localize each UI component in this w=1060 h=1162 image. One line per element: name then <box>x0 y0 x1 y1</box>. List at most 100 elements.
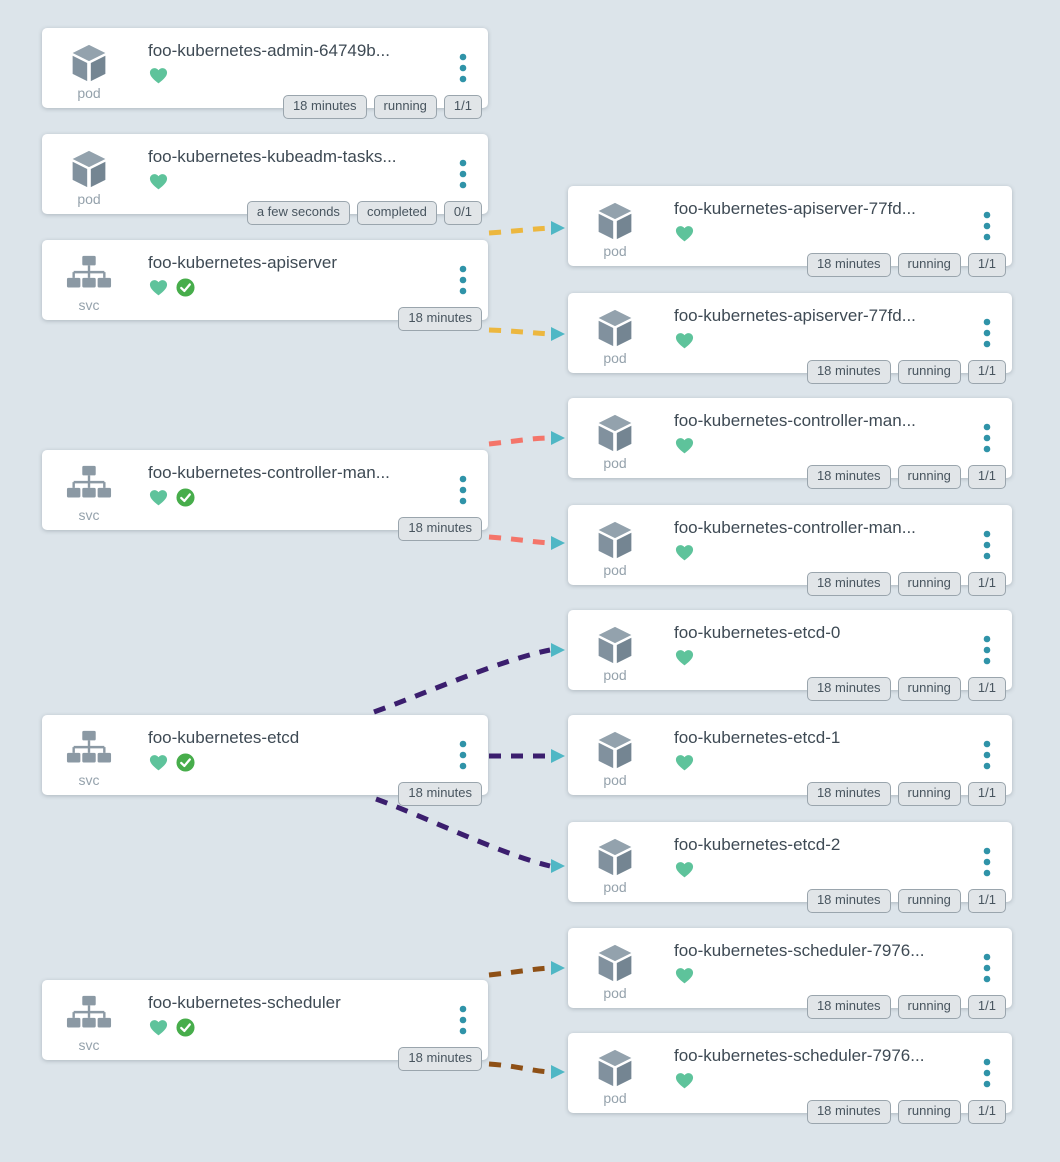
kebab-menu-icon[interactable] <box>982 211 992 241</box>
badge-row: 18 minutes <box>398 782 482 806</box>
health-row <box>148 66 448 85</box>
node-type-label: pod <box>603 454 627 471</box>
badge-age: 18 minutes <box>282 95 367 119</box>
node-content: foo-kubernetes-etcd-1 <box>662 715 976 795</box>
node-card-pod-kubeadm-tasks[interactable]: pod foo-kubernetes-kubeadm-tasks... a fe… <box>42 134 488 225</box>
kebab-menu-icon[interactable] <box>458 159 468 189</box>
health-heart-icon <box>148 1018 169 1037</box>
edge-svc-etcd-to-pod-2 <box>375 796 551 869</box>
health-row <box>148 1018 448 1037</box>
node-title: foo-kubernetes-apiserver <box>148 253 337 272</box>
service-icon <box>66 465 112 505</box>
kebab-menu-icon[interactable] <box>458 265 468 295</box>
node-card-pod-etcd-0[interactable]: pod foo-kubernetes-etcd-0 18 minutes run… <box>568 610 1012 701</box>
node-content: foo-kubernetes-scheduler <box>136 980 452 1060</box>
kebab-menu-icon[interactable] <box>982 530 992 560</box>
badge-age: 18 minutes <box>806 253 891 277</box>
node-content: foo-kubernetes-controller-man... <box>662 398 976 478</box>
node-card-svc-controller-manager[interactable]: svc foo-kubernetes-controller-man... 18 … <box>42 450 488 541</box>
node-type-label: pod <box>603 561 627 578</box>
badge-age: 18 minutes <box>806 782 891 806</box>
node-type-label: svc <box>78 506 100 523</box>
health-row <box>148 172 448 191</box>
health-row <box>148 753 448 772</box>
health-check-icon <box>176 753 195 772</box>
kebab-menu-icon[interactable] <box>458 1005 468 1035</box>
badge-row: 18 minutes running 1/1 <box>806 360 1006 384</box>
node-icon-column: pod <box>568 928 662 1008</box>
node-card-pod-scheduler-2[interactable]: pod foo-kubernetes-scheduler-7976... 18 … <box>568 1033 1012 1124</box>
node-title: foo-kubernetes-etcd-1 <box>674 728 841 747</box>
badge-state: running <box>897 889 961 913</box>
health-row <box>148 278 448 297</box>
pod-icon <box>66 43 112 83</box>
node-content: foo-kubernetes-admin-64749b... <box>136 28 452 108</box>
kebab-menu-icon[interactable] <box>982 740 992 770</box>
edge-svc-apiserver-to-pod-1 <box>488 225 551 236</box>
kebab-menu-icon[interactable] <box>982 635 992 665</box>
kebab-menu-icon[interactable] <box>458 53 468 83</box>
pod-icon <box>66 149 112 189</box>
node-card-svc-apiserver[interactable]: svc foo-kubernetes-apiserver 18 minutes <box>42 240 488 331</box>
node-card-pod-controller-manager-1[interactable]: pod foo-kubernetes-controller-man... 18 … <box>568 398 1012 489</box>
kebab-menu-icon[interactable] <box>458 740 468 770</box>
badge-row: 18 minutes <box>398 517 482 541</box>
edge-arrowhead-icon <box>551 749 565 763</box>
node-icon-column: svc <box>42 715 136 795</box>
node-title: foo-kubernetes-apiserver-77fd... <box>674 306 916 325</box>
kebab-menu-icon[interactable] <box>982 953 992 983</box>
node-icon-column: svc <box>42 980 136 1060</box>
kebab-menu-icon[interactable] <box>982 423 992 453</box>
badge-ready-count: 1/1 <box>967 889 1006 913</box>
kebab-menu-icon[interactable] <box>458 475 468 505</box>
badge-row: 18 minutes running 1/1 <box>806 572 1006 596</box>
badge-ready-count: 1/1 <box>967 1100 1006 1124</box>
node-type-label: pod <box>603 666 627 683</box>
kebab-menu-icon[interactable] <box>982 847 992 877</box>
kebab-menu-icon[interactable] <box>982 318 992 348</box>
node-card-pod-etcd-1[interactable]: pod foo-kubernetes-etcd-1 18 minutes run… <box>568 715 1012 806</box>
node-content: foo-kubernetes-kubeadm-tasks... <box>136 134 452 214</box>
node-type-label: pod <box>603 984 627 1001</box>
pod-icon <box>592 943 638 983</box>
edge-arrowhead-icon <box>551 1065 565 1079</box>
node-card-svc-etcd[interactable]: svc foo-kubernetes-etcd 18 minutes <box>42 715 488 806</box>
health-heart-icon <box>674 436 695 455</box>
node-content: foo-kubernetes-scheduler-7976... <box>662 1033 976 1113</box>
badge-state: running <box>897 572 961 596</box>
pod-icon <box>592 308 638 348</box>
health-heart-icon <box>148 66 169 85</box>
node-card-pod-admin[interactable]: pod foo-kubernetes-admin-64749b... 18 mi… <box>42 28 488 119</box>
node-card-pod-apiserver-2[interactable]: pod foo-kubernetes-apiserver-77fd... 18 … <box>568 293 1012 384</box>
edge-svc-apiserver-to-pod-2 <box>488 327 551 337</box>
node-card-svc-scheduler[interactable]: svc foo-kubernetes-scheduler 18 minutes <box>42 980 488 1071</box>
service-icon <box>66 730 112 770</box>
badge-state: running <box>897 677 961 701</box>
node-card-pod-controller-manager-2[interactable]: pod foo-kubernetes-controller-man... 18 … <box>568 505 1012 596</box>
badge-row: 18 minutes running 1/1 <box>806 782 1006 806</box>
badge-state: running <box>897 782 961 806</box>
badge-row: a few seconds completed 0/1 <box>246 201 482 225</box>
node-content: foo-kubernetes-etcd <box>136 715 452 795</box>
health-row <box>674 753 972 772</box>
health-row <box>674 648 972 667</box>
node-content: foo-kubernetes-apiserver-77fd... <box>662 186 976 266</box>
node-title: foo-kubernetes-controller-man... <box>674 518 916 537</box>
edge-svc-controller-to-pod-2 <box>488 534 551 546</box>
node-card-pod-scheduler-1[interactable]: pod foo-kubernetes-scheduler-7976... 18 … <box>568 928 1012 1019</box>
badge-state: running <box>897 465 961 489</box>
badge-age: 18 minutes <box>806 995 891 1019</box>
badge-age: 18 minutes <box>806 889 891 913</box>
health-row <box>674 224 972 243</box>
node-icon-column: pod <box>568 398 662 478</box>
node-card-pod-etcd-2[interactable]: pod foo-kubernetes-etcd-2 18 minutes run… <box>568 822 1012 913</box>
badge-row: 18 minutes running 1/1 <box>282 95 482 119</box>
node-title: foo-kubernetes-controller-man... <box>148 463 390 482</box>
node-icon-column: svc <box>42 240 136 320</box>
node-card-pod-apiserver-1[interactable]: pod foo-kubernetes-apiserver-77fd... 18 … <box>568 186 1012 277</box>
edge-arrowhead-icon <box>551 327 565 341</box>
edge-svc-scheduler-to-pod-2 <box>488 1061 551 1075</box>
kebab-menu-icon[interactable] <box>982 1058 992 1088</box>
node-type-label: pod <box>603 349 627 366</box>
